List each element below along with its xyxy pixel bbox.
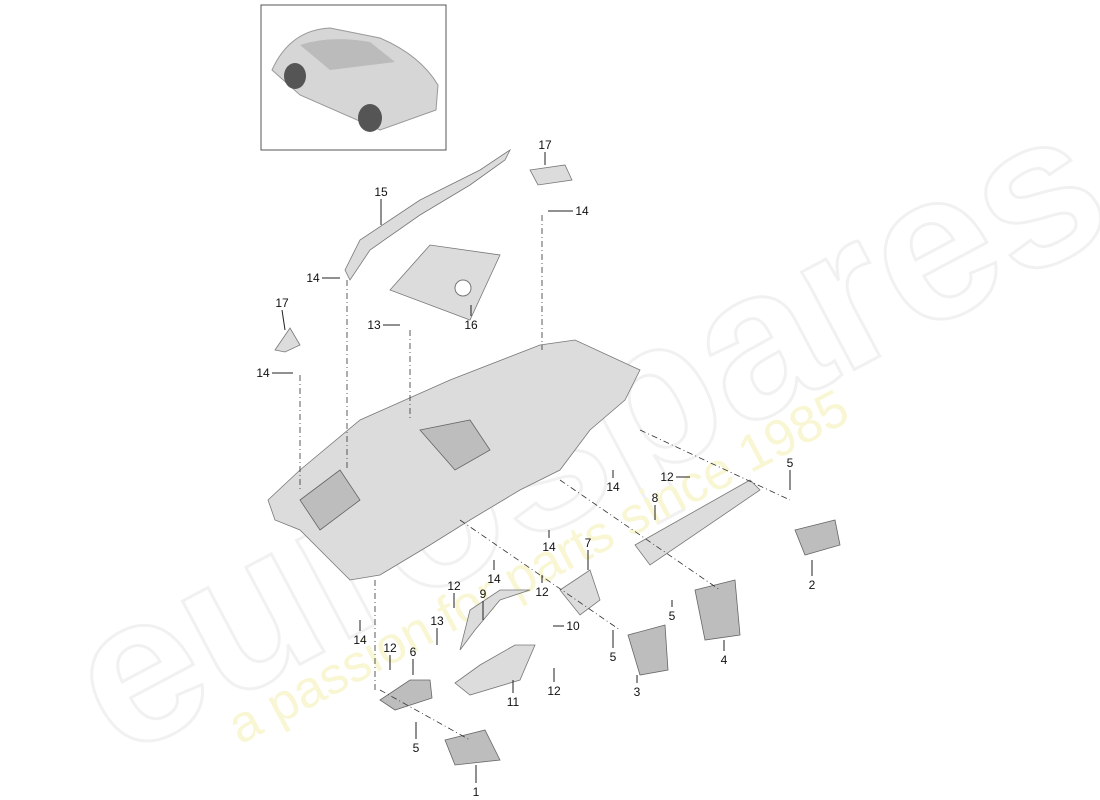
part-8-glovebox	[634, 479, 761, 566]
callout-12: 12	[660, 470, 690, 484]
callout-14: 14	[306, 271, 340, 285]
callout-number: 1	[473, 785, 480, 799]
callout-4: 4	[721, 640, 728, 667]
callout-number: 5	[787, 456, 794, 470]
part-4-vent	[694, 579, 741, 641]
dashboard-carrier	[267, 339, 641, 581]
callout-11: 11	[507, 680, 520, 709]
callout-number: 17	[275, 296, 289, 310]
callout-number: 12	[535, 585, 549, 599]
callout-number: 12	[383, 641, 397, 655]
callout-12: 12	[447, 579, 461, 608]
callout-5: 5	[610, 630, 617, 664]
callout-number: 14	[306, 271, 320, 285]
part-6-bracket	[379, 679, 433, 711]
callout-12: 12	[535, 575, 549, 599]
callout-5: 5	[669, 600, 676, 623]
callout-8: 8	[652, 491, 659, 520]
callout-number: 14	[487, 572, 501, 586]
part-16-cover	[389, 244, 501, 321]
callout-number: 10	[566, 619, 580, 633]
callout-number: 5	[413, 741, 420, 755]
callout-number: 12	[447, 579, 461, 593]
callout-number: 14	[256, 366, 270, 380]
callout-number: 6	[410, 645, 417, 659]
part-1-vent	[444, 729, 501, 766]
callout-number: 5	[669, 609, 676, 623]
callout-number: 3	[634, 685, 641, 699]
part-2-vent	[794, 519, 841, 556]
callout-14: 14	[256, 366, 293, 380]
callout-9: 9	[480, 587, 487, 620]
callout-number: 16	[464, 318, 478, 332]
callout-number: 13	[367, 318, 381, 332]
callout-number: 14	[606, 480, 620, 494]
car-suv-icon	[271, 27, 439, 132]
callout-6: 6	[410, 645, 417, 675]
callout-number: 14	[542, 540, 556, 554]
callout-number: 5	[610, 650, 617, 664]
callout-number: 7	[585, 536, 592, 550]
callout-number: 2	[809, 578, 816, 592]
part-3-vent	[627, 624, 669, 676]
callout-13: 13	[430, 614, 444, 645]
callout-17: 17	[275, 296, 289, 331]
callout-5: 5	[413, 722, 420, 755]
part-15-defroster-strip	[344, 148, 512, 281]
callout-16: 16	[464, 305, 478, 332]
callout-number: 14	[575, 204, 589, 218]
callout-12: 12	[383, 641, 397, 670]
callout-number: 12	[547, 684, 561, 698]
callout-14: 14	[353, 620, 367, 647]
callout-10: 10	[553, 619, 580, 633]
callout-number: 4	[721, 653, 728, 667]
callout-1: 1	[473, 765, 480, 799]
callout-number: 9	[480, 587, 487, 601]
callout-14: 14	[548, 204, 589, 218]
part-9-trim	[459, 589, 531, 651]
callout-15: 15	[374, 185, 388, 225]
callout-14: 14	[606, 470, 620, 494]
assembly-lines	[299, 215, 791, 741]
callout-number: 15	[374, 185, 388, 199]
vehicle-thumbnail	[260, 4, 447, 151]
callout-2: 2	[809, 560, 816, 592]
callout-7: 7	[585, 536, 592, 570]
callout-14: 14	[487, 560, 501, 586]
callout-number: 12	[660, 470, 674, 484]
callout-14: 14	[542, 530, 556, 554]
callout-number: 14	[353, 633, 367, 647]
callout-13: 13	[367, 318, 400, 332]
callout-number: 11	[507, 695, 520, 709]
callout-number: 17	[538, 138, 552, 152]
part-17-cover-left	[274, 327, 301, 353]
callout-12: 12	[547, 668, 561, 698]
callout-17: 17	[538, 138, 552, 165]
callout-number: 8	[652, 491, 659, 505]
part-7-bracket	[559, 569, 601, 616]
part-11-trim	[454, 644, 536, 696]
callout-number: 13	[430, 614, 444, 628]
leader-line	[281, 309, 286, 331]
callout-3: 3	[634, 675, 641, 699]
part-17-cover-right	[529, 164, 573, 186]
callout-5: 5	[787, 456, 794, 490]
